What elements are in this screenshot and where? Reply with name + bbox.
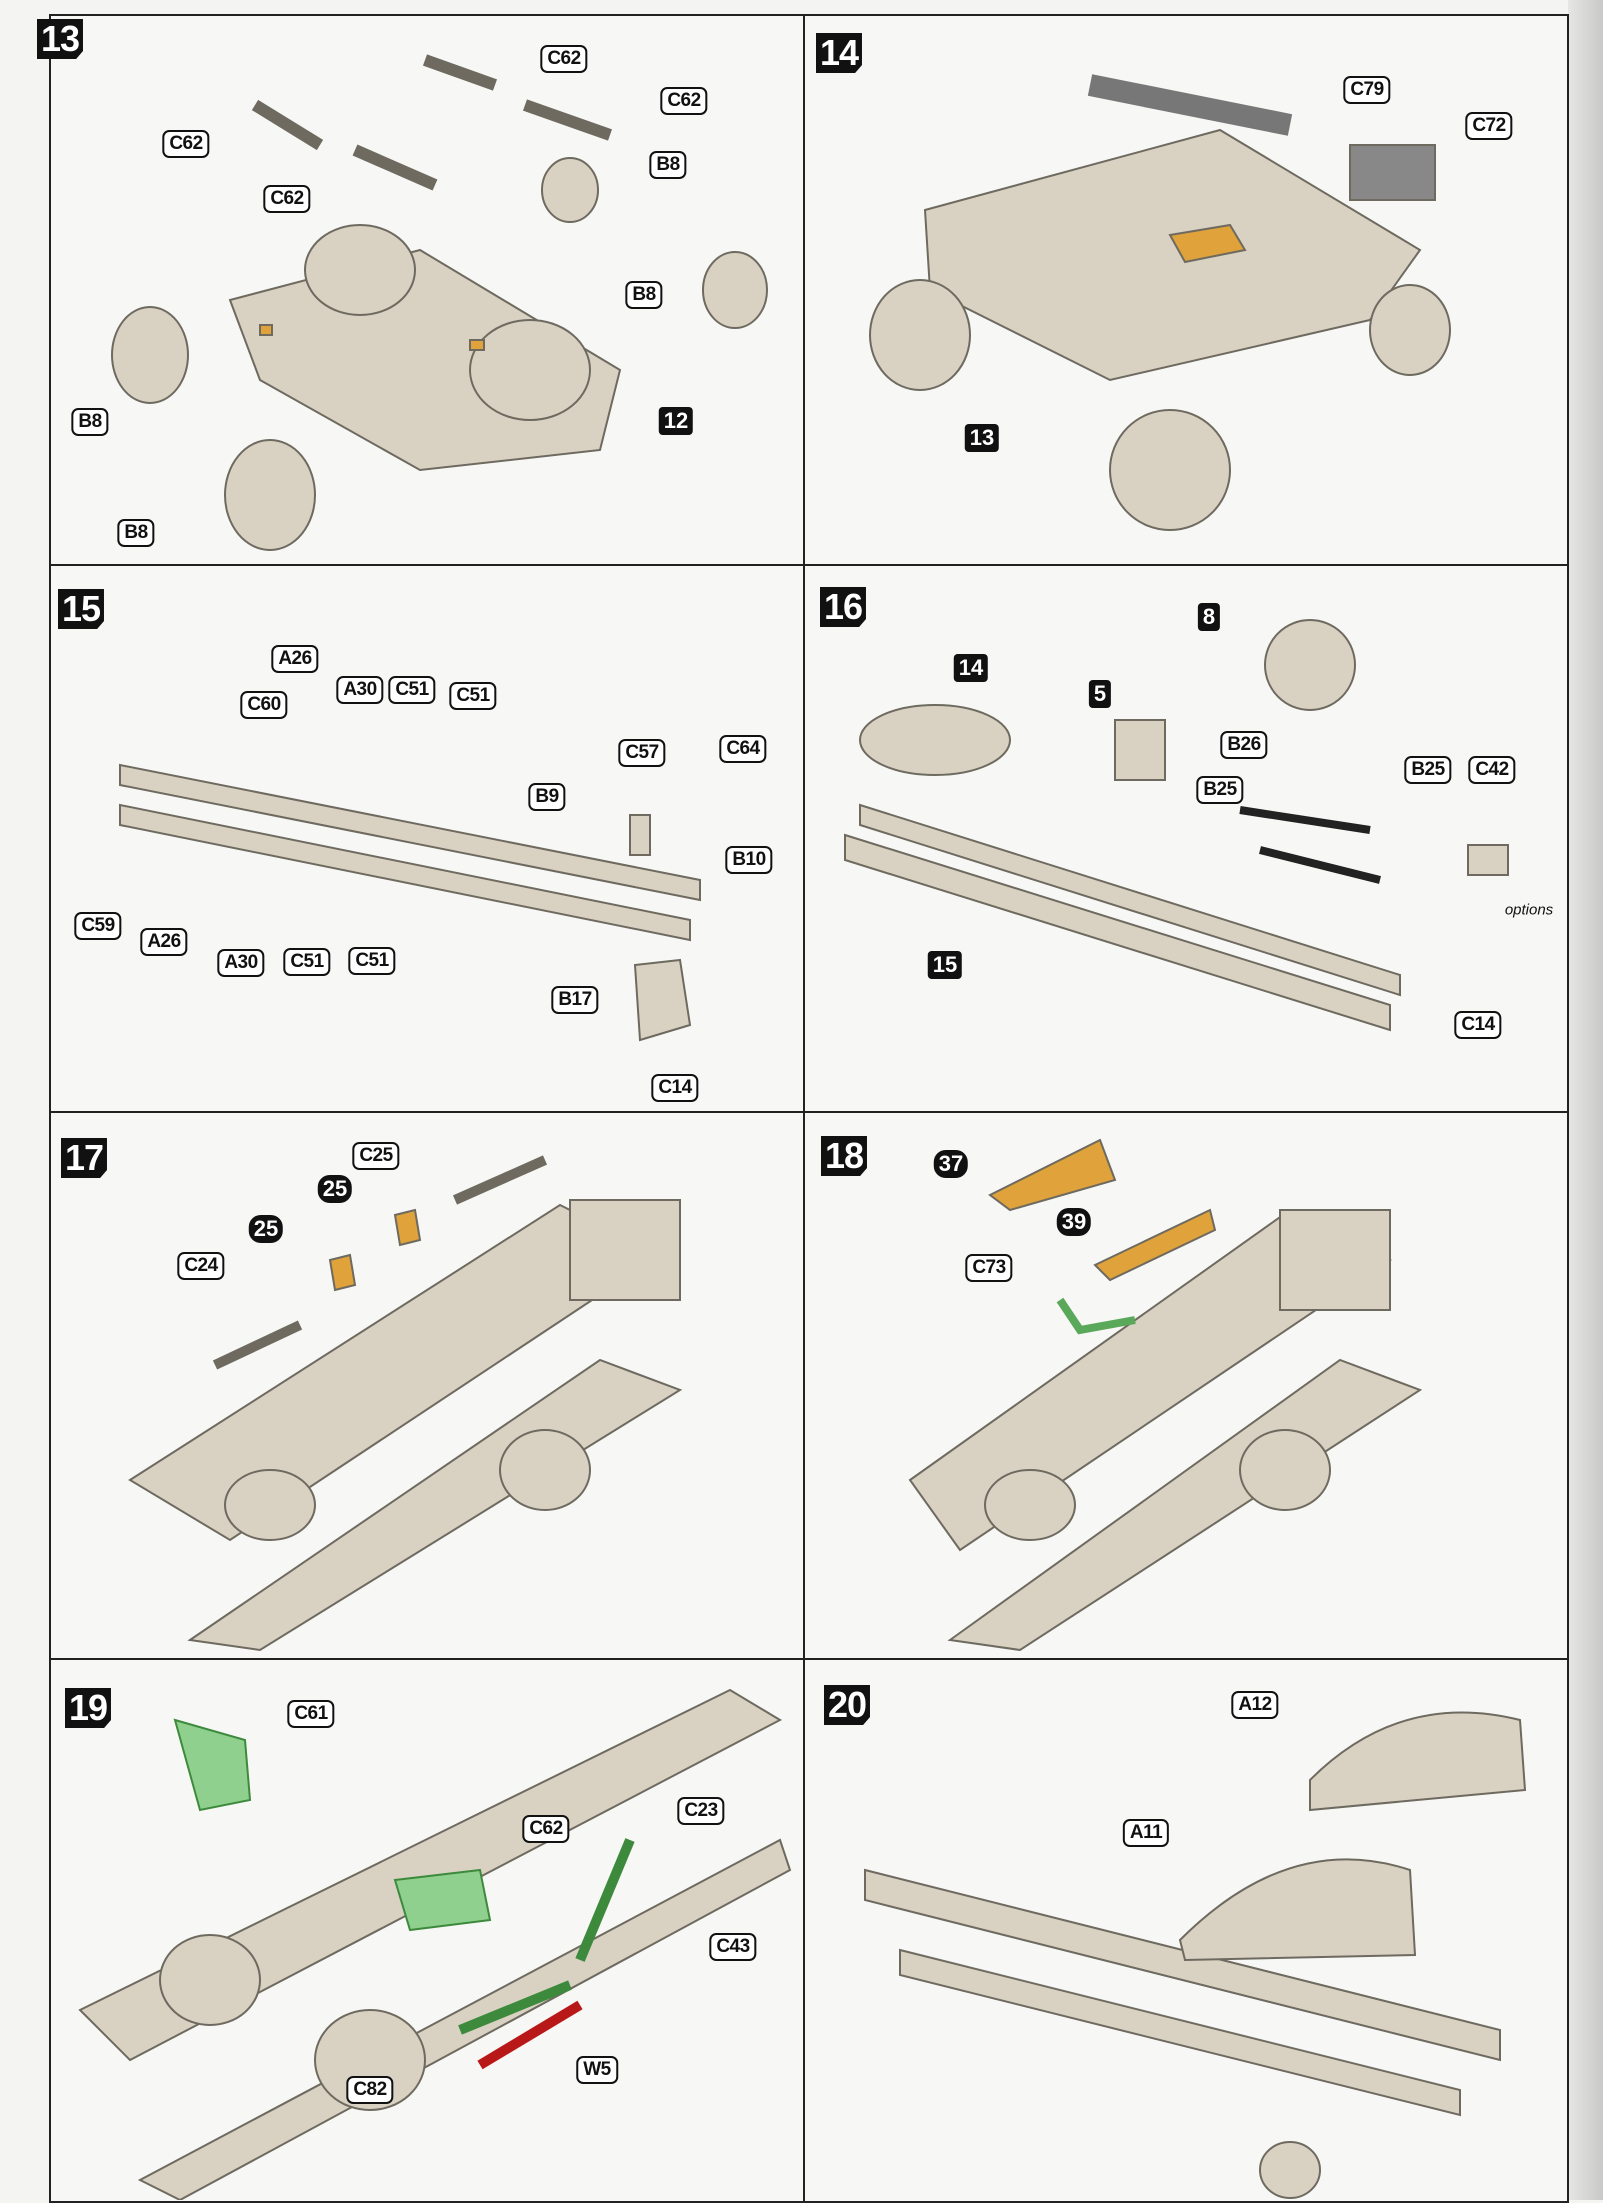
part-callout: C79 [1343,76,1391,104]
part-callout: A30 [336,676,384,704]
step-number-17: 17 [60,1138,108,1178]
part-callout: C57 [618,739,666,767]
wheel-hub [224,439,316,551]
part-callout: B9 [528,783,566,811]
part-callout: C42 [1468,756,1516,784]
part-callout: A26 [271,645,319,673]
part-callout: C73 [965,1254,1013,1282]
part-callout: C62 [162,130,210,158]
wheel-hub [111,306,189,404]
step-reference: 15 [927,951,963,979]
part-callout: B8 [117,519,155,547]
photo-etch-reference: 25 [317,1175,353,1203]
step-reference: 13 [964,424,1000,452]
photo-etch-reference: 37 [933,1150,969,1178]
part-callout: C51 [348,947,396,975]
part-callout: C64 [719,735,767,763]
step-reference: 8 [1197,603,1221,631]
step-19-chassis-assembly [78,1688,792,2200]
step-18-chassis-assembly [908,1138,1423,1652]
part-callout: C24 [177,1252,225,1280]
part-callout: C25 [352,1142,400,1170]
photo-etch-reference: 39 [1056,1208,1092,1236]
part-callout: C60 [240,691,288,719]
step-reference: 5 [1088,680,1112,708]
part-callout: C51 [283,948,331,976]
part-callout: B25 [1196,776,1244,804]
step-20-chassis-assembly [864,1711,1527,2199]
page-edge [1568,0,1603,2200]
part-callout: C72 [1465,112,1513,140]
part-callout: B8 [71,408,109,436]
fender-a11 [1178,1858,1417,1962]
part-callout: C62 [660,87,708,115]
photo-etch-reference: 25 [248,1215,284,1243]
fender-a12 [1309,1711,1527,1812]
part-callout: B8 [649,151,687,179]
part-callout: C51 [449,682,497,710]
step-16-chassis-frame [844,619,1509,1032]
step-number-20: 20 [823,1685,871,1725]
part-callout: C43 [709,1933,757,1961]
part-callout: C59 [74,912,122,940]
step-13-axle-assembly [111,54,768,551]
step-number-14: 14 [815,33,863,73]
part-callout: A26 [140,928,188,956]
step-number-19: 19 [64,1688,112,1728]
step-number-15: 15 [57,589,105,629]
part-callout: C14 [651,1074,699,1102]
part-callout: C61 [287,1700,335,1728]
part-callout: C14 [1454,1011,1502,1039]
options-note: options [1504,901,1554,919]
part-callout: B25 [1404,756,1452,784]
step-15-chassis-frame [119,763,701,1042]
part-callout: C62 [522,1815,570,1843]
part-callout: A11 [1122,1819,1170,1847]
step-14-tandem-axle [869,74,1451,531]
part-callout: C82 [346,2076,394,2104]
part-callout: C23 [677,1797,725,1825]
part-callout: C62 [540,45,588,73]
step-number-18: 18 [820,1136,868,1176]
part-callout: C62 [263,185,311,213]
step-reference: 14 [953,654,989,682]
step-17-chassis-assembly [128,1155,683,1652]
part-callout: B10 [725,846,773,874]
part-callout: C51 [388,676,436,704]
step-number-13: 13 [36,19,84,59]
step-reference: 12 [658,407,694,435]
part-callout: A12 [1231,1691,1279,1719]
part-callout: B8 [625,281,663,309]
part-callout: B17 [551,986,599,1014]
step-number-16: 16 [819,587,867,627]
part-callout: W5 [576,2056,618,2084]
part-callout: A30 [217,949,265,977]
part-callout: B26 [1220,731,1268,759]
